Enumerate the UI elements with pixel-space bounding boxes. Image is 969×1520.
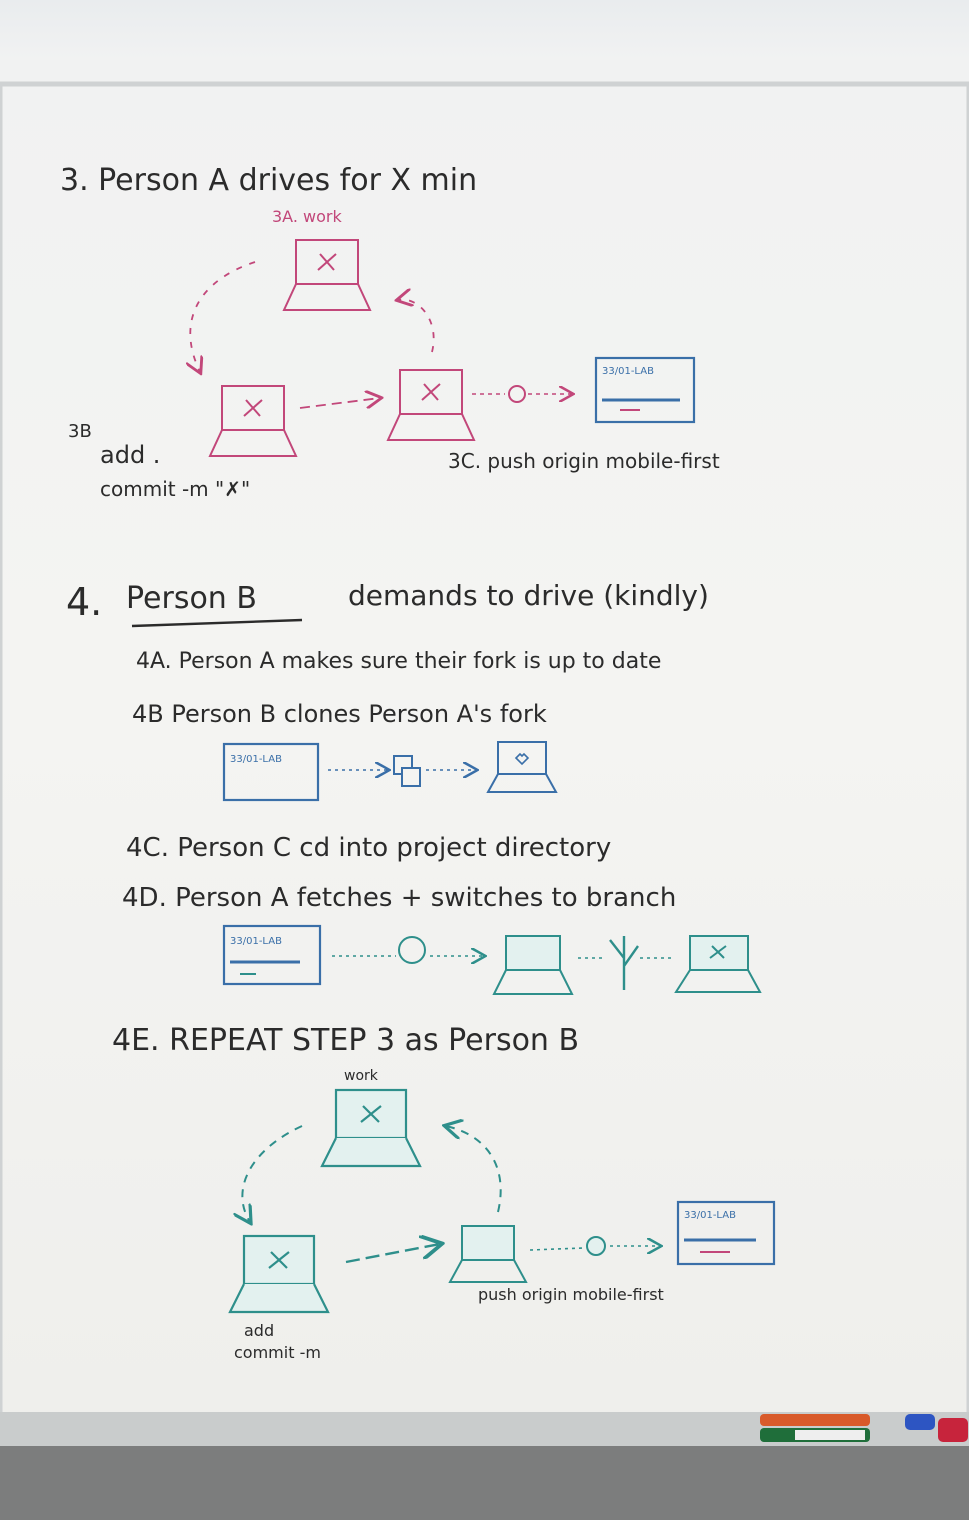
section4-who: Person B xyxy=(126,581,257,616)
arrow-work-to-add-b xyxy=(242,1125,303,1222)
laptop-3c-icon xyxy=(387,369,475,441)
step-4c: 4C. Person C cd into project directory xyxy=(126,833,611,863)
cmd-add-b: add xyxy=(244,1321,274,1340)
laptop-4e-add-icon xyxy=(228,1234,330,1314)
laptop-4e-push-icon xyxy=(448,1225,528,1283)
laptop-4b-icon xyxy=(487,741,557,793)
arrow-push-to-work-b xyxy=(446,1126,502,1213)
marker-pens xyxy=(760,1414,968,1442)
laptop-4e-work-icon xyxy=(320,1088,422,1168)
github-octocat-icon xyxy=(508,385,526,403)
clone-copy-icon xyxy=(393,755,421,787)
laptop-4d-icon xyxy=(492,935,574,995)
section4-underline xyxy=(131,618,303,628)
section4-rest: demands to drive (kindly) xyxy=(348,579,709,612)
step-4a: 4A. Person A makes sure their fork is up… xyxy=(136,649,661,674)
section4-number: 4. xyxy=(66,580,102,624)
step-4b: 4B Person B clones Person A's fork xyxy=(132,700,547,728)
arrow-add-to-push-b xyxy=(345,1244,440,1264)
repo-label-4d: 33/01-LAB xyxy=(230,936,282,947)
label-3b: 3B xyxy=(68,421,92,442)
cmd-commit: commit -m "✗" xyxy=(100,477,250,501)
repo-window-4d: 33/01-LAB xyxy=(222,924,322,986)
cmd-add: add . xyxy=(100,441,160,469)
github-octocat-icon-4d xyxy=(398,936,426,964)
repo-window-4b: 33/01-LAB xyxy=(222,742,320,802)
label-work-b: work xyxy=(344,1068,379,1084)
arrow-3b-to-3c xyxy=(299,398,380,409)
repo-window-3c: 33/01-LAB xyxy=(594,356,696,424)
arrow-3c-to-3a xyxy=(398,300,435,353)
section3-heading: 3. Person A drives for X min xyxy=(60,163,477,198)
github-octocat-icon-4e xyxy=(586,1236,606,1256)
label-3a-work: 3A. work xyxy=(272,207,342,226)
step-4d: 4D. Person A fetches + switches to branc… xyxy=(122,883,676,913)
label-3c-push: 3C. push origin mobile-first xyxy=(448,449,720,473)
step-4e: 4E. REPEAT STEP 3 as Person B xyxy=(112,1023,579,1058)
repo-label-4e: 33/01-LAB xyxy=(684,1210,736,1221)
branch-icon xyxy=(609,936,639,990)
label-push-b: push origin mobile-first xyxy=(478,1285,664,1304)
laptop-3b-icon xyxy=(209,385,297,457)
floor-shadow xyxy=(0,1446,969,1520)
board-frame xyxy=(0,81,969,1427)
laptop-3a-icon xyxy=(283,239,371,311)
laptop-4d-branch-icon xyxy=(674,935,762,993)
arrow-push-to-github-b xyxy=(529,1247,585,1251)
repo-label-3c: 33/01-LAB xyxy=(602,366,654,377)
repo-window-4e: 33/01-LAB xyxy=(676,1200,776,1266)
arrow-3a-to-3b xyxy=(190,261,256,372)
repo-label-4b: 33/01-LAB xyxy=(230,754,282,765)
cmd-commit-b: commit -m xyxy=(234,1343,321,1362)
